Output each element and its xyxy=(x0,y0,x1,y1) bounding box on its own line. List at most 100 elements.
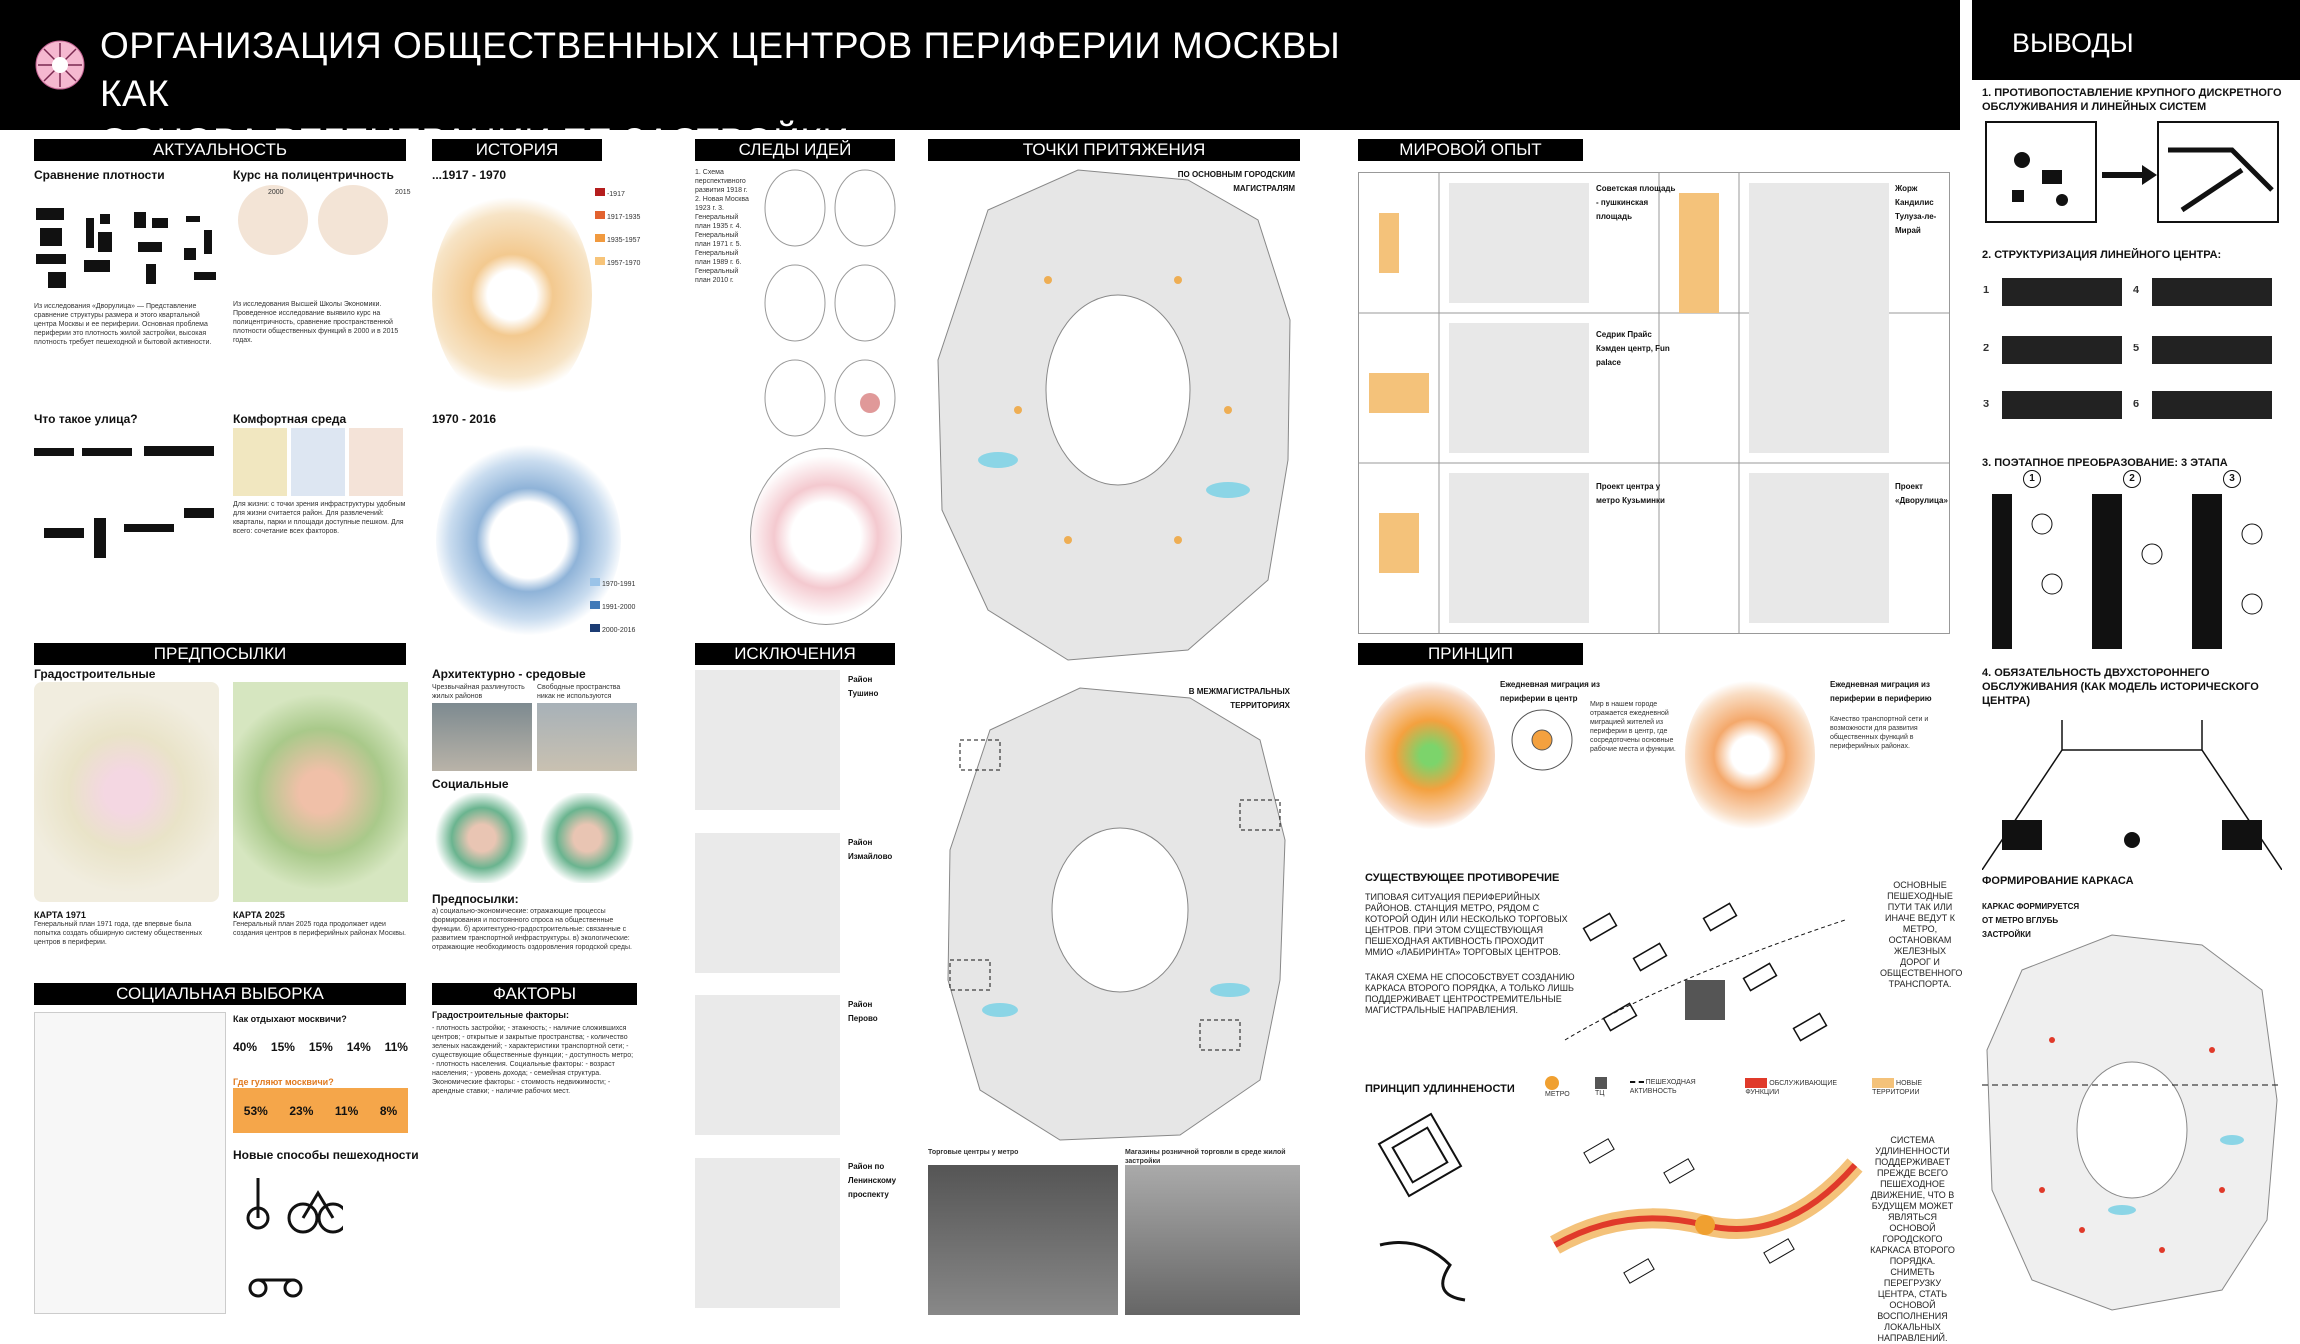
conclusion-1: 1. ПРОТИВОПОСТАВЛЕНИЕ КРУПНОГО ДИСКРЕТНО… xyxy=(1982,87,2282,113)
elongation-system-text: СИСТЕМА УДЛИНЕННОСТИ ПОДДЕРЖИВАЕТ ПРЕЖДЕ… xyxy=(1870,1135,1955,1343)
photo-caption-malls: Торговые центры у метро xyxy=(928,1149,1019,1156)
question-walk: Где гуляют москвичи? xyxy=(233,1077,334,1087)
polycentric-map-2000 xyxy=(238,185,308,255)
section-header-attraction: ТОЧКИ ПРИТЯЖЕНИЯ xyxy=(928,139,1300,161)
traces-notes: 1. Схема перспективного развития 1918 г.… xyxy=(695,169,749,284)
migration-2-title: Ежедневная миграция из периферии в периф… xyxy=(1830,680,1932,703)
photo-caption-shops: Магазины розничной торговли в среде жило… xyxy=(1125,1149,1286,1165)
walk-modes-title: Новые способы пешеходности xyxy=(233,1148,419,1162)
section-header-factors: ФАКТОРЫ xyxy=(432,983,637,1005)
density-title: Сравнение плотности xyxy=(34,168,165,182)
elongation-system-diagram xyxy=(1545,1105,1865,1305)
attraction-label-top: ПО ОСНОВНЫМ ГОРОДСКИМ МАГИСТРАЛЯМ xyxy=(1177,170,1295,193)
rest-percentages: 40% 15% 15% 14% 11% xyxy=(233,1040,408,1054)
section-header-prerequisites: ПРЕДПОСЫЛКИ xyxy=(34,643,406,665)
world-case-3: Седрик Прайс Кэмден центр, Fun palace xyxy=(1596,330,1670,367)
exception-map-izmaylovo xyxy=(695,833,840,973)
attraction-label-bottom: В МЕЖМАГИСТРАЛЬНЫХ ТЕРРИТОРИЯХ xyxy=(1188,687,1290,710)
traces-big-map xyxy=(750,448,902,625)
traces-diagrams xyxy=(760,163,900,443)
contradiction-text-2: ТАКАЯ СХЕМА НЕ СПОСОБСТВУЕТ СОЗДАНИЮ КАР… xyxy=(1365,972,1575,1015)
polycentric-title: Курс на полицентричность xyxy=(233,168,394,182)
contradiction-title: СУЩЕСТВУЮЩЕЕ ПРОТИВОРЕЧИЕ xyxy=(1365,872,1560,884)
comfort-notes: Для жизни: с точки зрения инфраструктуры… xyxy=(233,501,406,535)
arch-sub-1: Чрезвычайная разлинутость жилых районов xyxy=(432,684,525,700)
migration-2-notes: Качество транспортной сети и возможности… xyxy=(1830,716,1929,750)
exception-label-4: Район по Ленинскому проспекту xyxy=(848,1162,897,1199)
attraction-map-bottom xyxy=(940,680,1290,1145)
migration-map-periphery xyxy=(1685,675,1815,835)
map-1971 xyxy=(34,682,219,902)
factors-list-title: Градостроительные факторы: xyxy=(432,1010,569,1020)
stage-numbers: 1 2 3 xyxy=(1982,470,2282,490)
polycentric-notes: Из исследования Высшей Школы Экономики. … xyxy=(233,301,399,344)
elongation-title: ПРИНЦИП УДЛИННЕНОСТИ xyxy=(1365,1083,1515,1095)
history-period-1: ...1917 - 1970 xyxy=(432,168,507,182)
section-header-relevance: АКТУАЛЬНОСТЬ xyxy=(34,139,406,161)
urban-title: Градостроительные xyxy=(34,667,156,681)
history-period-2: 1970 - 2016 xyxy=(432,412,497,426)
map-1971-caption: КАРТА 1971 xyxy=(34,910,86,920)
exception-map-tushino xyxy=(695,670,840,810)
section-header-principle: ПРИНЦИП xyxy=(1358,643,1583,665)
section-header-traces: СЛЕДЫ ИДЕЙ xyxy=(695,139,895,161)
density-diagrams xyxy=(34,188,224,298)
section-header-world: МИРОВОЙ ОПЫТ xyxy=(1358,139,1583,161)
conclusions-header-bar xyxy=(1972,0,2300,80)
factors-list: - плотность застройки; - этажность; - на… xyxy=(432,1025,634,1095)
contradiction-diagram xyxy=(1545,880,1875,1080)
map-2025-notes: Генеральный план 2025 года продолжает ид… xyxy=(233,921,406,937)
exception-label-2: Район Измайлово xyxy=(848,838,893,861)
conclusion-2-diagram xyxy=(1982,266,2282,446)
world-case-4: Проект центра у метро Кузьминки xyxy=(1596,482,1665,505)
comfort-maps xyxy=(233,428,406,498)
principle-legend: МЕТРО ТЦ ПЕШЕХОДНАЯ АКТИВНОСТЬ ОБСЛУЖИВА… xyxy=(1545,1075,1960,1099)
arch-sub-2: Свободные пространства никак не использу… xyxy=(537,684,621,700)
density-notes: Из исследования «Дворулица» — Представле… xyxy=(34,303,212,346)
map-2025-caption: КАРТА 2025 xyxy=(233,910,285,920)
map-2025 xyxy=(233,682,408,902)
conclusions-title: ВЫВОДЫ xyxy=(2012,28,2134,58)
migration-1-notes: Мир в нашем городе отражается ежедневной… xyxy=(1590,701,1676,753)
contradiction-right-note: ОСНОВНЫЕ ПЕШЕХОДНЫЕ ПУТИ ТАК ИЛИ ИНАЧЕ В… xyxy=(1880,880,1963,989)
exception-label-3: Район Перово xyxy=(848,1000,878,1023)
history-legend-2: 1970-1991 1991-2000 2000-2016 xyxy=(590,578,665,635)
exception-label-1: Район Тушино xyxy=(848,675,879,698)
section-header-history: ИСТОРИЯ xyxy=(432,139,602,161)
world-grid xyxy=(1358,172,1950,634)
world-case-1: Советская площадь - пушкинская площадь xyxy=(1596,184,1676,221)
history-legend-1: -1917 1917-1935 1935-1957 1957-1970 xyxy=(595,188,665,268)
social-map-2 xyxy=(537,793,637,883)
conclusion-3-diagram xyxy=(1982,494,2282,654)
world-case-5: Проект «Дворулица» xyxy=(1895,482,1948,505)
conclusion-4: 4. ОБЯЗАТЕЛЬНОСТЬ ДВУХСТОРОННЕГО ОБСЛУЖИ… xyxy=(1982,667,2259,707)
exception-map-perovo xyxy=(695,995,840,1135)
photo-free-space xyxy=(537,703,637,771)
history-map-1 xyxy=(432,185,592,405)
migration-1-title: Ежедневная миграция из периферии в центр xyxy=(1500,680,1600,703)
street-diagrams xyxy=(34,428,224,578)
photo-malls-at-metro xyxy=(928,1165,1118,1315)
social-title: Социальные xyxy=(432,777,509,791)
conclusion-5-sub: КАРКАС ФОРМИРУЕТСЯ ОТ МЕТРО ВГЛУБЬ ЗАСТР… xyxy=(1982,902,2080,939)
world-case-2: Жорж Кандилис Тулуза-ле-Мирай xyxy=(1895,184,1937,235)
comfort-title: Комфортная среда xyxy=(233,412,347,426)
street-title: Что такое улица? xyxy=(34,412,138,426)
attraction-map-top xyxy=(928,160,1300,670)
conclusion-2: 2. СТРУКТУРИЗАЦИЯ ЛИНЕЙНОГО ЦЕНТРА: xyxy=(1982,249,2222,261)
conclusion-5: ФОРМИРОВАНИЕ КАРКАСА xyxy=(1982,875,2134,887)
exception-map-leninsky xyxy=(695,1158,840,1308)
prereq-list: а) социально-экономические: отражающие п… xyxy=(432,908,632,951)
arch-title: Архитектурно - средовые xyxy=(432,667,586,681)
walk-percentages: 53% 23% 11% 8% xyxy=(233,1088,408,1133)
year-b: 2015 xyxy=(395,189,411,196)
walk-modes-icons xyxy=(233,1168,343,1308)
header-bar xyxy=(0,0,1960,130)
struct-num-6: 6 xyxy=(2133,400,2140,409)
struct-num-2: 2 xyxy=(1983,344,1990,353)
flower-logo-icon xyxy=(30,35,90,95)
photo-sprawl xyxy=(432,703,532,771)
sampling-interviews xyxy=(34,1012,226,1314)
migration-map-center xyxy=(1365,680,1495,830)
contradiction-text: ТИПОВАЯ СИТУАЦИЯ ПЕРИФЕРИЙНЫХ РАЙОНОВ. С… xyxy=(1365,892,1568,957)
